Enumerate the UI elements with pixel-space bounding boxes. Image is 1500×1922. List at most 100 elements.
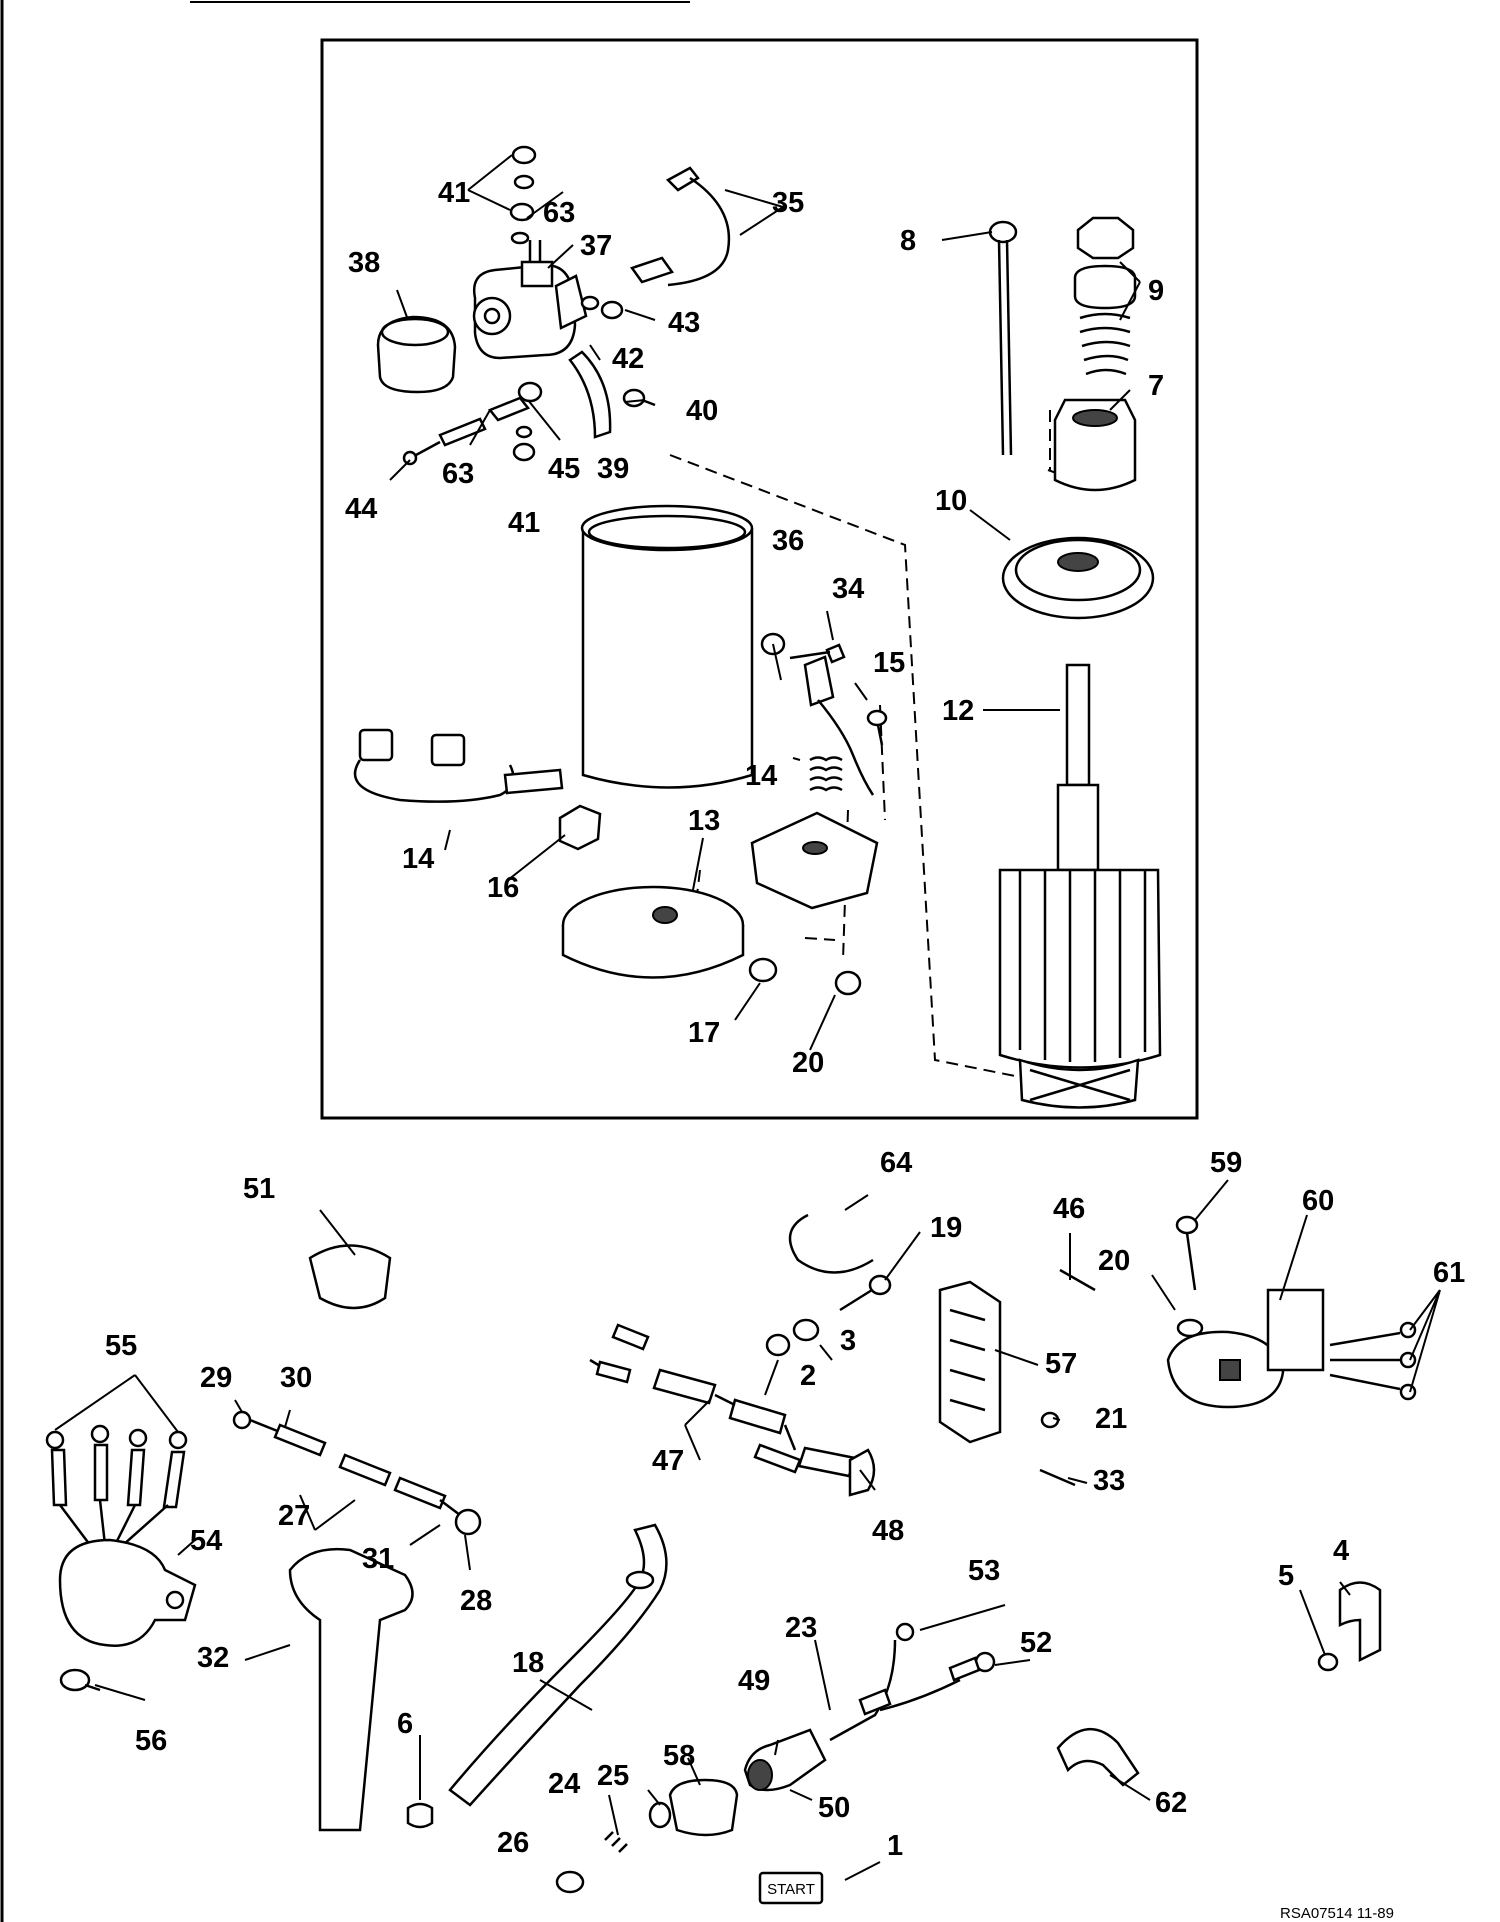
sleeve-part-58 [668,1778,739,1837]
callout-label: 30 [280,1362,312,1394]
callout-label: 50 [818,1792,850,1824]
brushes-lead-part-14-lower [353,728,564,803]
callout-label: 6 [397,1708,413,1740]
nut-spring-part-9 [1073,216,1137,376]
brush-holder-part-13 [750,811,879,910]
callout-label: 57 [1045,1348,1077,1380]
clip-part-4 [1338,1581,1382,1663]
field-frame-part [580,504,754,789]
callout-label: 33 [1093,1465,1125,1497]
solenoid-part [472,240,588,360]
callout-label: 16 [487,872,519,904]
start-decal-text: START [767,1881,815,1898]
callout-label: 3 [840,1325,856,1357]
callout-label: 26 [497,1827,529,1859]
callout-label: 60 [1302,1185,1334,1217]
leads-part-55 [45,1424,188,1546]
callout-label: 62 [1155,1787,1187,1819]
callout-label: 47 [652,1445,684,1477]
harness-part-27-31 [232,1410,482,1536]
callout-labels: 1 2 3 4 5 6 7 8 9 10 12 13 14 14 15 16 1… [105,177,1465,1862]
callout-label: 1 [887,1830,903,1862]
starter-motor-frame [320,38,1199,1120]
footer-code: RSA07514 11-89 [1280,1905,1394,1922]
callout-label: 51 [243,1173,275,1205]
screw-part-15 [866,709,888,746]
callout-label: 14 [402,843,434,875]
rectifier-part-60 [1166,1288,1325,1409]
callout-label: 2 [800,1360,816,1392]
terminal-block-part-57 [938,1280,1002,1444]
callout-label: 31 [362,1543,394,1575]
callout-label: 55 [105,1330,137,1362]
switch-leads-part-23-52-53 [829,1622,996,1742]
spring-part-24 [604,1831,628,1853]
screw-part-19 [839,1274,892,1312]
bracket-part-39 [568,350,612,439]
screw-part-40 [622,388,656,408]
through-bolt-part-8 [988,220,1018,456]
screw-part-46 [1059,1268,1096,1292]
callout-label: 13 [688,805,720,837]
washer-nut-42-43 [580,295,624,320]
knob-part-25 [648,1801,672,1829]
callout-label: 48 [872,1515,904,1547]
callout-label: 37 [580,230,612,262]
callout-label: 14 [745,760,777,792]
callout-label: 39 [597,453,629,485]
callout-label: 15 [873,647,905,679]
boot-part [376,315,457,394]
callout-label: 61 [1433,1257,1465,1289]
callout-label: 36 [772,525,804,557]
callout-label: 28 [460,1585,492,1617]
callout-label: 20 [792,1047,824,1079]
screw-part-59 [1175,1215,1199,1291]
callout-label: 59 [1210,1147,1242,1179]
screw-part-5 [1317,1652,1339,1672]
callout-label: 21 [1095,1403,1127,1435]
screw-part-21 [1040,1411,1060,1429]
callout-label: 4 [1333,1535,1349,1567]
screw-part-33 [1039,1468,1076,1487]
callout-label: 12 [942,695,974,727]
callout-label: 24 [548,1768,580,1800]
end-cap-part [561,885,745,979]
callout-label: 7 [1148,370,1164,402]
pinion-gear-part-7 [1053,398,1137,492]
switch-part-49-50 [743,1728,827,1792]
leads-part-47-48 [589,1323,876,1497]
callout-label: 58 [663,1740,695,1772]
callout-label: 9 [1148,275,1164,307]
callout-label: 64 [880,1147,912,1179]
lead-part-35 [629,166,731,287]
screw-part-26 [555,1870,585,1894]
callout-label: 8 [900,225,916,257]
callout-label: 5 [1278,1560,1294,1592]
callout-label: 46 [1053,1193,1085,1225]
callout-label: 27 [278,1500,310,1532]
leader-lines [54,154,1441,1881]
tie-strap-part-64 [788,1213,874,1274]
callout-label: 17 [688,1017,720,1049]
callout-label: 56 [135,1725,167,1757]
callout-label: 54 [190,1525,222,1557]
callout-label: 34 [832,573,864,605]
armature-part-12 [998,663,1162,1109]
terminal-part-16 [558,804,602,851]
callout-label: 23 [785,1612,817,1644]
callout-label: 43 [668,307,700,339]
cable-part-44-45 [402,381,543,466]
callout-label: 35 [772,187,804,219]
hose-part-18 [448,1523,668,1807]
nut-washer-part-2-3 [765,1318,820,1357]
start-decal-part: START [758,1871,824,1905]
callout-label: 18 [512,1647,544,1679]
clamp-part-6 [406,1802,434,1829]
drive-end-plate-part-10 [1001,536,1155,620]
callout-label: 44 [345,493,377,525]
callout-label: 63 [543,197,575,229]
callout-label: 19 [930,1212,962,1244]
callout-label: 25 [597,1760,629,1792]
callout-label: 41 [438,177,470,209]
